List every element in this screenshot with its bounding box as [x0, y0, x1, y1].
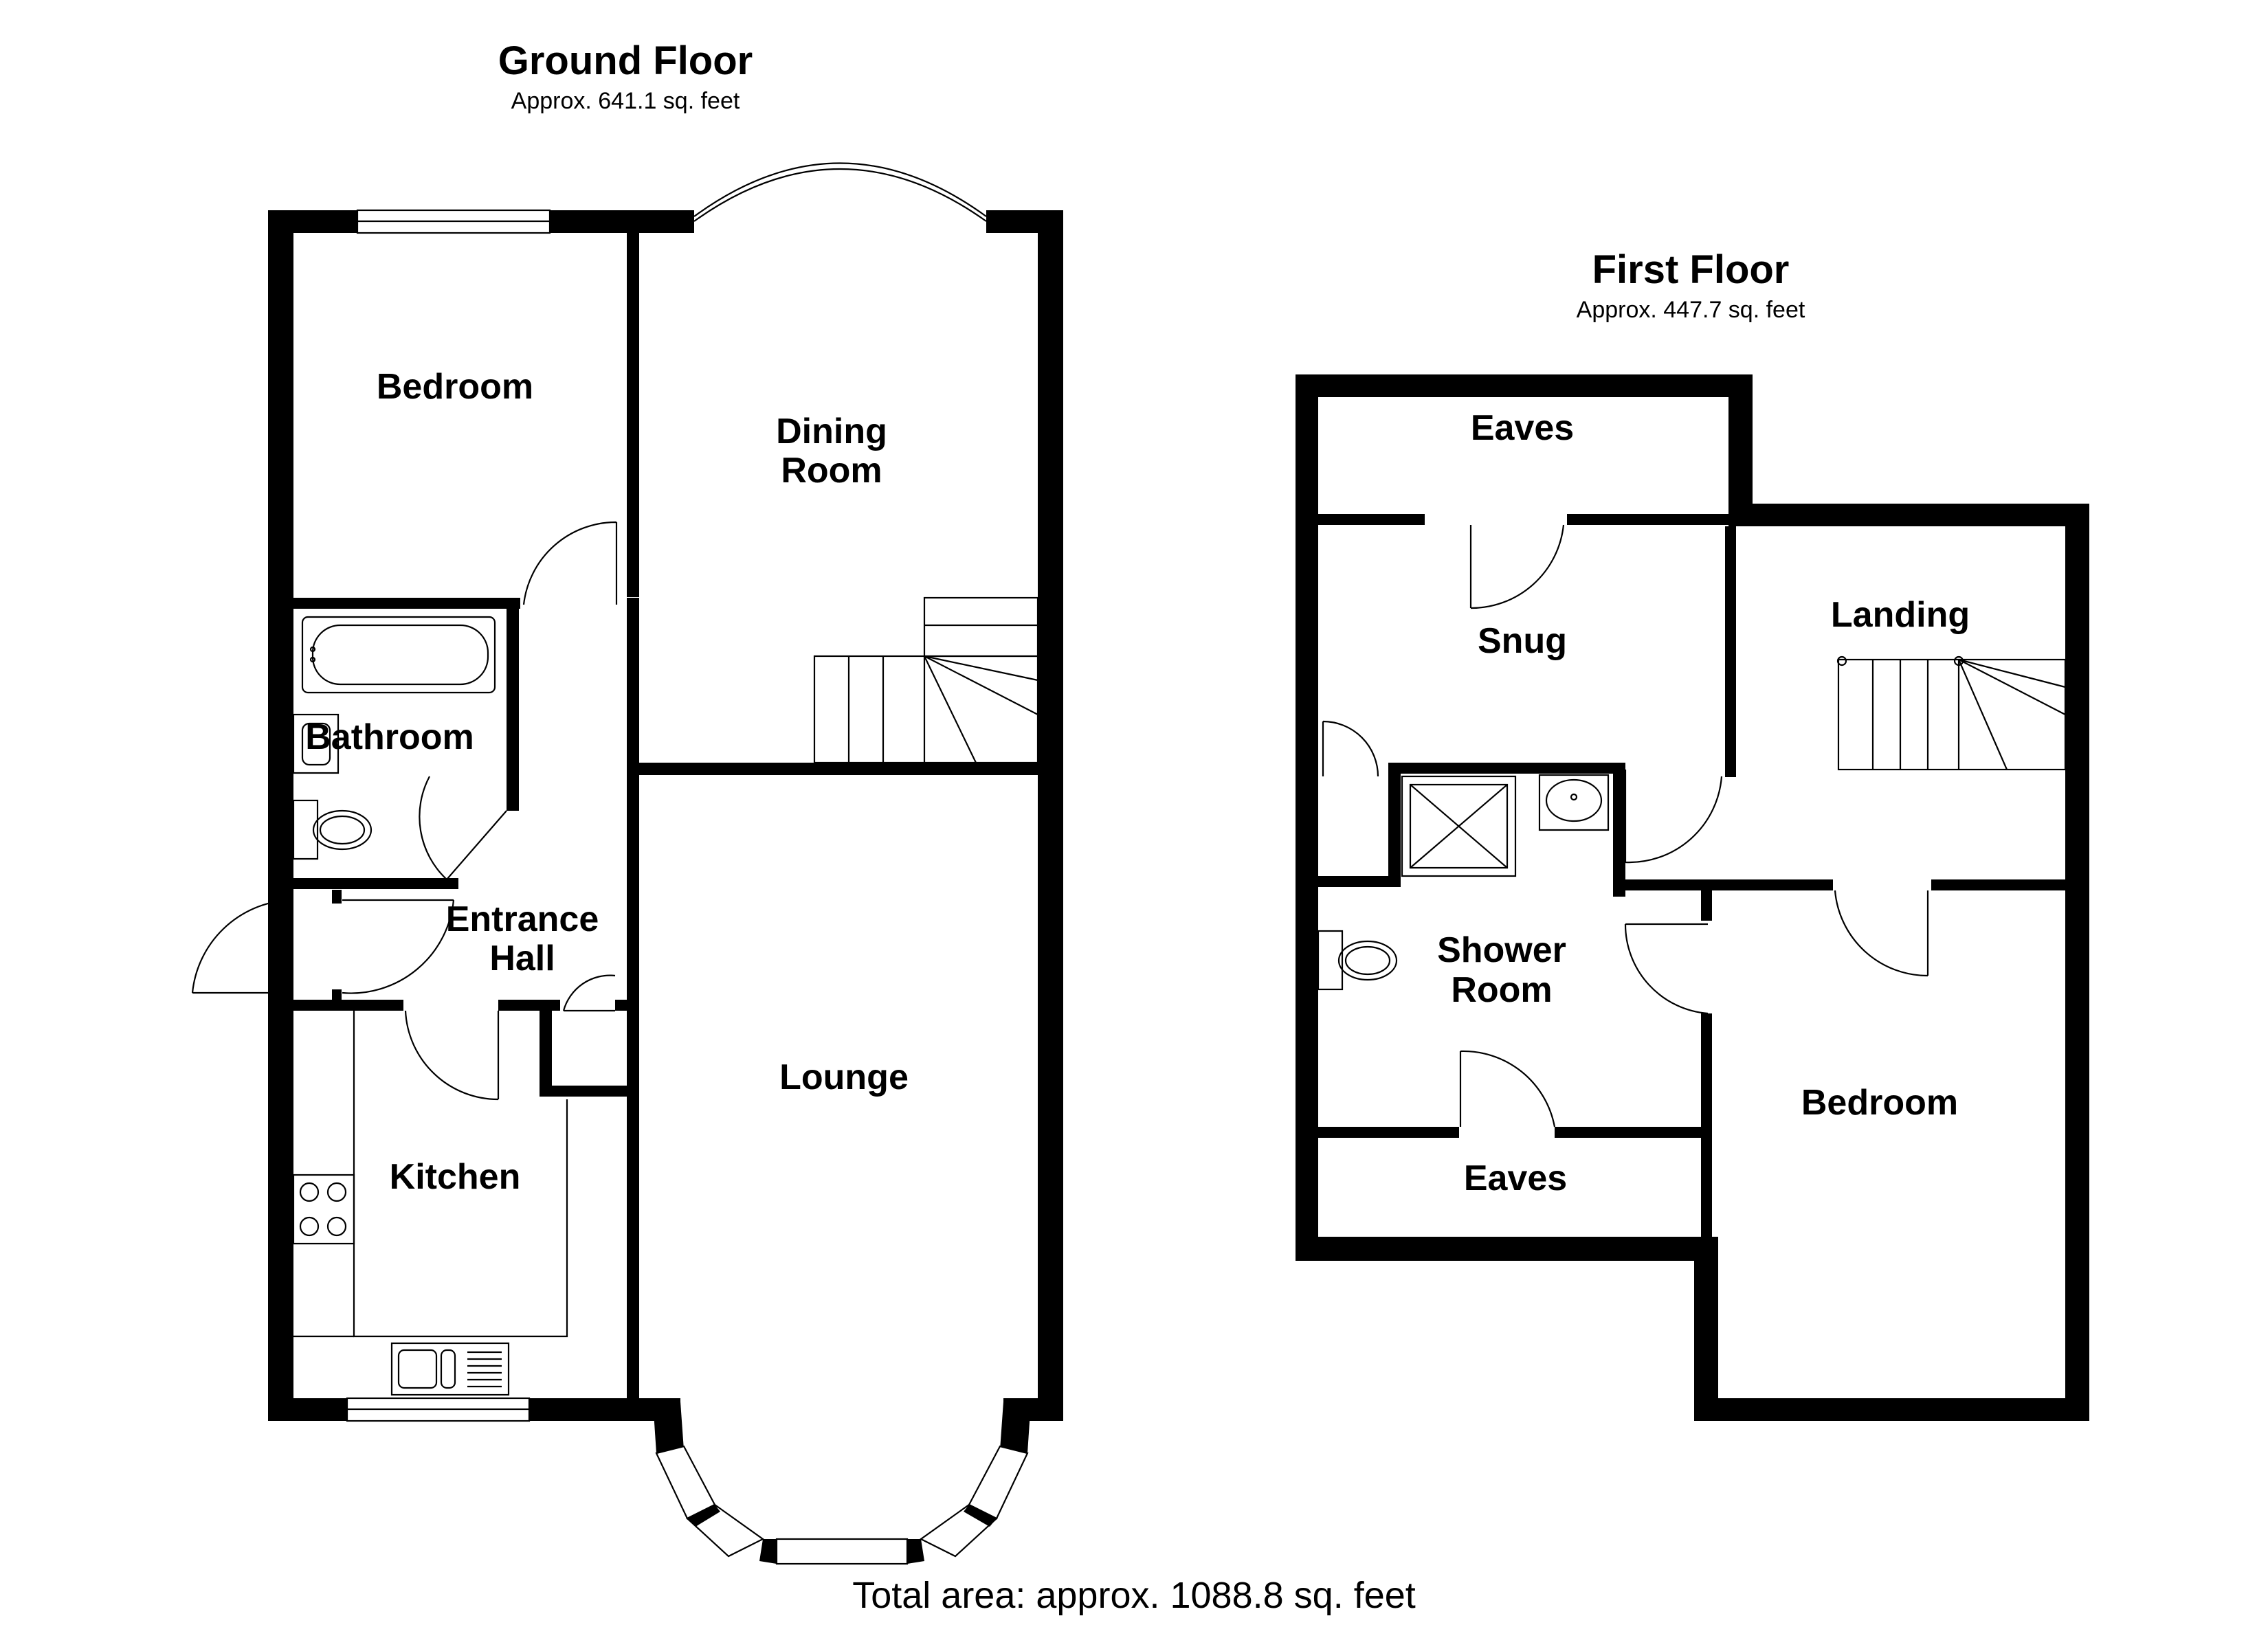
ff-snug-landing-door: [1624, 770, 1723, 864]
ff-eaves-bottom-label: Eaves: [1464, 1158, 1567, 1198]
ff-wall-step-right: [1728, 374, 1753, 519]
gf-wall-left: [268, 210, 293, 1421]
ff-stairs: [1836, 655, 2067, 771]
gf-kitchen-label: Kitchen: [390, 1157, 521, 1197]
gf-wall-top-left: [268, 210, 357, 233]
ff-bedroom-door: [1834, 890, 1929, 977]
ff-snug-cupboard-door: [1322, 720, 1379, 777]
gf-wall-cupboard-bottom: [540, 1086, 639, 1097]
ff-shower-room-label-2: Room: [1451, 970, 1552, 1010]
ff-eaves-door: [1459, 1050, 1556, 1128]
ff-wall-eaves-bottom-b: [1555, 1127, 1702, 1138]
gf-lounge-bay: [653, 1402, 1031, 1565]
ff-shower-sink: [1538, 774, 1610, 831]
gf-bedroom-label: Bedroom: [377, 367, 533, 407]
gf-wall-top-mid: [550, 210, 694, 233]
ff-shower-tray: [1401, 775, 1517, 877]
ff-shower-room-label-1: Shower: [1437, 930, 1566, 970]
gf-wall-hall-stub: [615, 1000, 639, 1011]
gf-wall-right: [1038, 210, 1063, 1421]
ff-wall-top-right: [1728, 504, 2089, 526]
ff-wall-snug-landing: [1725, 526, 1736, 777]
ff-toilet: [1317, 930, 1398, 991]
ff-wall-bottom-left-a: [1296, 1237, 1711, 1261]
ff-wall-landing-bottom-a: [1613, 879, 1833, 890]
gf-kitchen-units: [292, 1011, 568, 1338]
first-floor-title: First Floor: [1592, 247, 1790, 292]
gf-wall-bath-bottom: [293, 878, 458, 889]
gf-wall-dining-lounge: [639, 763, 1038, 775]
ff-wall-top: [1296, 374, 1753, 397]
first-floor-plan: First Floor Approx. 447.7 sq. feet: [1296, 247, 2089, 1421]
ff-wall-bottom: [1694, 1398, 2089, 1421]
gf-wall-entrance-stub: [332, 890, 342, 904]
ff-snug-label: Snug: [1478, 621, 1567, 661]
gf-dining-bay: [693, 168, 987, 222]
gf-wall-bottom-left: [268, 1398, 347, 1421]
gf-stairs: [813, 596, 1039, 764]
gf-bath-tub: [301, 616, 496, 694]
ff-wall-landing-bottom-b: [1931, 879, 2069, 890]
ff-snug-door: [1469, 524, 1565, 609]
ff-wall-bed-left-b: [1701, 1013, 1712, 1240]
ground-floor-area: Approx. 641.1 sq. feet: [511, 88, 740, 114]
gf-dining-room-label-1: Dining: [776, 412, 887, 451]
gf-bathroom-door: [419, 776, 507, 880]
ff-wall-bed-left-a: [1701, 879, 1712, 921]
ff-landing-label: Landing: [1831, 595, 1970, 635]
gf-dining-room-label-2: Room: [781, 451, 882, 491]
gf-bathroom-label: Bathroom: [305, 717, 474, 757]
ff-wall-shower-left: [1388, 763, 1401, 883]
ff-wall-snug-bottom: [1318, 876, 1401, 887]
ff-wall-eaves-bottom-a: [1318, 1127, 1459, 1138]
ff-wall-left: [1296, 374, 1318, 1261]
gf-kitchen-door: [404, 1010, 500, 1101]
gf-bath-sink: [292, 713, 340, 774]
gf-toilet: [292, 799, 373, 860]
ff-bedroom-label: Bedroom: [1801, 1083, 1958, 1123]
ff-wall-bottom-step: [1694, 1237, 1718, 1421]
gf-wall-bath-right: [507, 598, 519, 811]
ff-shower-door: [1624, 923, 1709, 1015]
total-area-label: Total area: approx. 1088.8 sq. feet: [852, 1575, 1416, 1616]
gf-front-door: [191, 899, 289, 994]
ff-wall-shower-right: [1613, 763, 1625, 897]
gf-wall-kitchen-top-a: [293, 1000, 403, 1011]
first-floor-area: Approx. 447.7 sq. feet: [1577, 297, 1805, 323]
ground-floor-title: Ground Floor: [498, 38, 753, 83]
gf-cupboard-door: [562, 974, 616, 1012]
gf-hall-door-right: [342, 899, 455, 994]
gf-wall-entrance-stub-2: [332, 989, 342, 1003]
gf-wall-cupboard-left: [540, 1000, 552, 1096]
ff-wall-eaves-a: [1318, 514, 1425, 525]
gf-lounge-label: Lounge: [779, 1057, 909, 1097]
gf-wall-bath-top: [293, 598, 520, 609]
gf-kitchen-sink: [390, 1342, 510, 1396]
gf-wall-bedroom-dining: [627, 233, 639, 597]
ff-wall-right: [2065, 504, 2089, 1421]
ff-wall-shower-top: [1388, 763, 1625, 774]
gf-hob: [299, 1182, 347, 1237]
ff-wall-eaves-b: [1567, 514, 1728, 525]
ground-floor-plan: Ground Floor Approx. 641.1 sq. feet: [191, 38, 1063, 1565]
gf-entrance-hall-label-1: Entrance: [446, 899, 599, 939]
ff-eaves-top-label: Eaves: [1471, 408, 1574, 448]
gf-bedroom-door: [522, 521, 618, 605]
gf-entrance-hall-label-2: Hall: [489, 939, 555, 978]
